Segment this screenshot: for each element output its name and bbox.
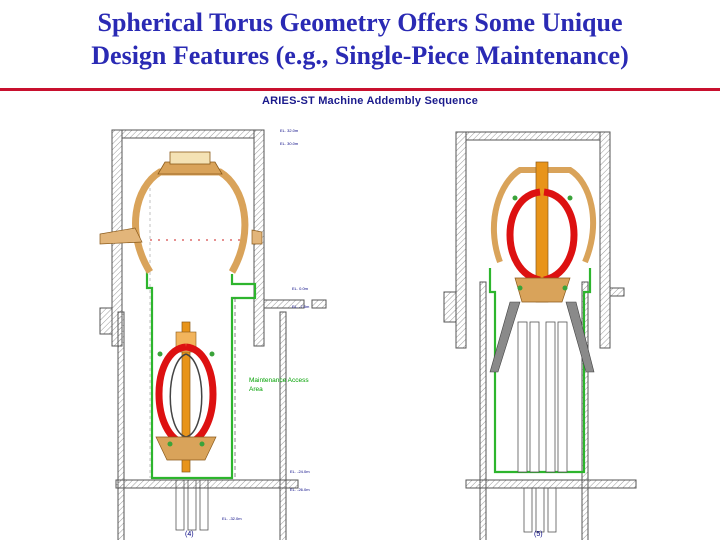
maintenance-label-line1: Maintenance Access (249, 377, 309, 384)
maintenance-label-line2: Area (249, 386, 263, 393)
left-injector-ports (99, 227, 263, 245)
right-panel-label: (5) (534, 531, 543, 538)
title-rule (0, 88, 720, 91)
left-panel-label: (4) (185, 531, 194, 538)
right-panel: (5) (443, 131, 637, 540)
right-machine (489, 161, 597, 533)
right-maintenance-boundary (488, 268, 592, 474)
svg-text:EL. 0.0m: EL. 0.0m (292, 286, 309, 291)
left-upper-shield (132, 151, 249, 274)
left-elevation-labels: EL. 32.0m EL. 30.0m EL. 0.0m EL. -7.5m E… (222, 128, 310, 521)
slide-title-line2: Design Features (e.g., Single-Piece Main… (91, 41, 629, 70)
figure-title: ARIES-ST Machine Addembly Sequence (262, 95, 479, 107)
svg-text:EL. -32.0m: EL. -32.0m (222, 516, 242, 521)
left-lower-machine (155, 321, 217, 531)
svg-text:EL. 32.0m: EL. 32.0m (280, 128, 299, 133)
left-panel: EL. 32.0m EL. 30.0m EL. 0.0m EL. -7.5m E… (99, 128, 327, 540)
slide-title: Spherical Torus Geometry Offers Some Uni… (0, 6, 720, 72)
left-maintenance-boundary (145, 268, 257, 480)
svg-text:EL. -24.0m: EL. -24.0m (290, 469, 310, 474)
assembly-sequence-diagram: EL. 32.0m EL. 30.0m EL. 0.0m EL. -7.5m E… (99, 128, 637, 540)
svg-text:EL. -7.5m: EL. -7.5m (292, 304, 310, 309)
svg-text:EL. -26.0m: EL. -26.0m (290, 487, 310, 492)
svg-text:EL. 30.0m: EL. 30.0m (280, 141, 299, 146)
slide-title-line1: Spherical Torus Geometry Offers Some Uni… (97, 8, 623, 37)
